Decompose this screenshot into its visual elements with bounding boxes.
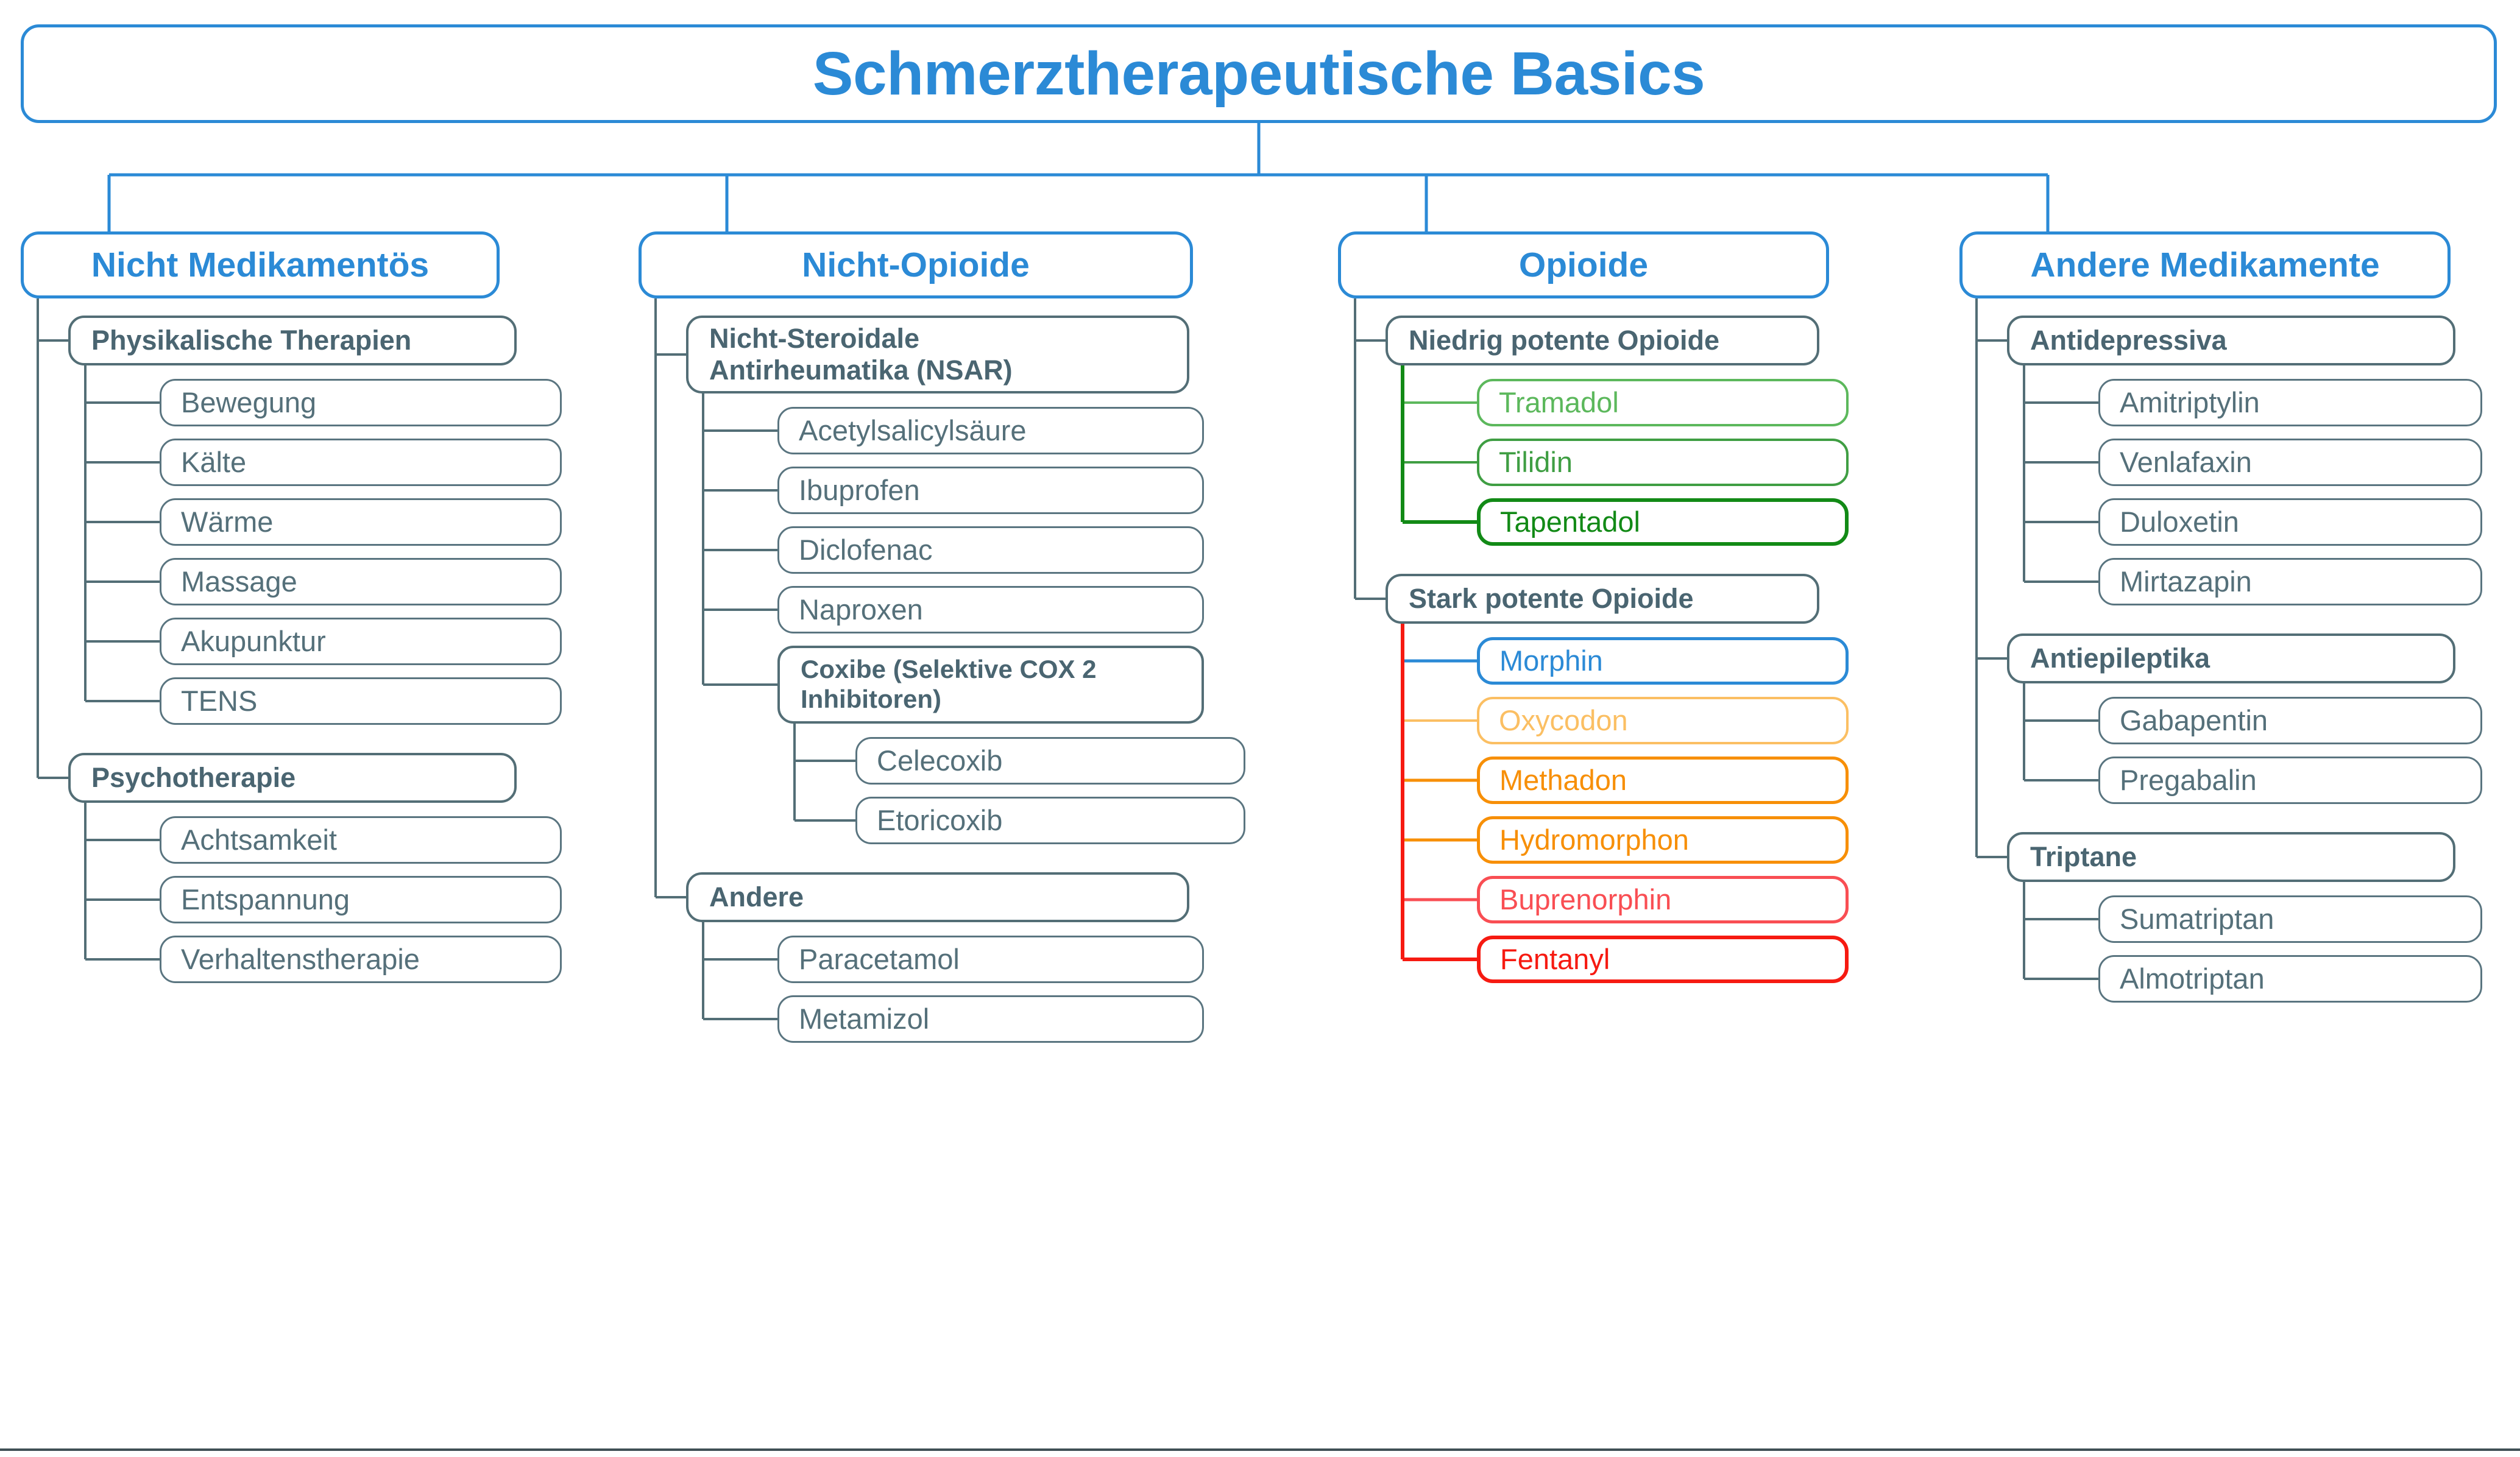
leaf-node[interactable]: Kälte bbox=[160, 439, 562, 486]
leaf-node[interactable]: Almotriptan bbox=[2098, 955, 2482, 1003]
leaf-node[interactable]: Mirtazapin bbox=[2098, 558, 2482, 605]
leaf-node[interactable]: Methadon bbox=[1477, 757, 1849, 804]
leaf-node[interactable]: Acetylsalicylsäure bbox=[777, 407, 1204, 454]
group-node[interactable]: Andere bbox=[686, 872, 1189, 922]
branch-nicht-medikamentoes[interactable]: Nicht Medikamentös bbox=[21, 231, 500, 298]
leaf-node[interactable]: Tilidin bbox=[1477, 439, 1849, 486]
branch-nicht-opioide[interactable]: Nicht-Opioide bbox=[639, 231, 1193, 298]
leaf-node[interactable]: Achtsamkeit bbox=[160, 816, 562, 864]
leaf-node[interactable]: Tapentadol bbox=[1477, 498, 1849, 546]
leaf-node[interactable]: Massage bbox=[160, 558, 562, 605]
branch-andere-medikamente[interactable]: Andere Medikamente bbox=[1959, 231, 2451, 298]
leaf-node[interactable]: Sumatriptan bbox=[2098, 895, 2482, 943]
leaf-node[interactable]: Metamizol bbox=[777, 995, 1204, 1043]
leaf-node[interactable]: Entspannung bbox=[160, 876, 562, 923]
leaf-node[interactable]: Diclofenac bbox=[777, 526, 1204, 574]
leaf-node[interactable]: Tramadol bbox=[1477, 379, 1849, 426]
group-node[interactable]: Antidepressiva bbox=[2007, 316, 2455, 365]
group-node[interactable]: Antiepileptika bbox=[2007, 633, 2455, 683]
group-node[interactable]: Niedrig potente Opioide bbox=[1386, 316, 1819, 365]
leaf-node[interactable]: Morphin bbox=[1477, 637, 1849, 685]
leaf-node[interactable]: Etoricoxib bbox=[855, 797, 1245, 844]
leaf-node[interactable]: Fentanyl bbox=[1477, 936, 1849, 983]
leaf-node[interactable]: Ibuprofen bbox=[777, 467, 1204, 514]
leaf-node[interactable]: Celecoxib bbox=[855, 737, 1245, 785]
bottom-rule bbox=[0, 1448, 2520, 1451]
root-node[interactable]: Schmerztherapeutische Basics bbox=[21, 24, 2497, 123]
group-node[interactable]: Stark potente Opioide bbox=[1386, 574, 1819, 624]
leaf-node[interactable]: Naproxen bbox=[777, 586, 1204, 633]
leaf-node[interactable]: Wärme bbox=[160, 498, 562, 546]
branch-opioide[interactable]: Opioide bbox=[1338, 231, 1829, 298]
subgroup-node[interactable]: Coxibe (Selektive COX 2 Inhibitoren) bbox=[777, 646, 1204, 724]
leaf-node[interactable]: Paracetamol bbox=[777, 936, 1204, 983]
leaf-node[interactable]: Venlafaxin bbox=[2098, 439, 2482, 486]
leaf-node[interactable]: Hydromorphon bbox=[1477, 816, 1849, 864]
group-node[interactable]: Triptane bbox=[2007, 832, 2455, 882]
group-node[interactable]: Physikalische Therapien bbox=[68, 316, 517, 365]
leaf-node[interactable]: Amitriptylin bbox=[2098, 379, 2482, 426]
leaf-node[interactable]: Duloxetin bbox=[2098, 498, 2482, 546]
leaf-node[interactable]: Buprenorphin bbox=[1477, 876, 1849, 923]
leaf-node[interactable]: Gabapentin bbox=[2098, 697, 2482, 744]
leaf-node[interactable]: Pregabalin bbox=[2098, 757, 2482, 804]
leaf-node[interactable]: Akupunktur bbox=[160, 618, 562, 665]
group-node[interactable]: Psychotherapie bbox=[68, 753, 517, 803]
leaf-node[interactable]: Bewegung bbox=[160, 379, 562, 426]
leaf-node[interactable]: Verhaltenstherapie bbox=[160, 936, 562, 983]
leaf-node[interactable]: Oxycodon bbox=[1477, 697, 1849, 744]
leaf-node[interactable]: TENS bbox=[160, 677, 562, 725]
group-node[interactable]: Nicht-Steroidale Antirheumatika (NSAR) bbox=[686, 316, 1189, 393]
